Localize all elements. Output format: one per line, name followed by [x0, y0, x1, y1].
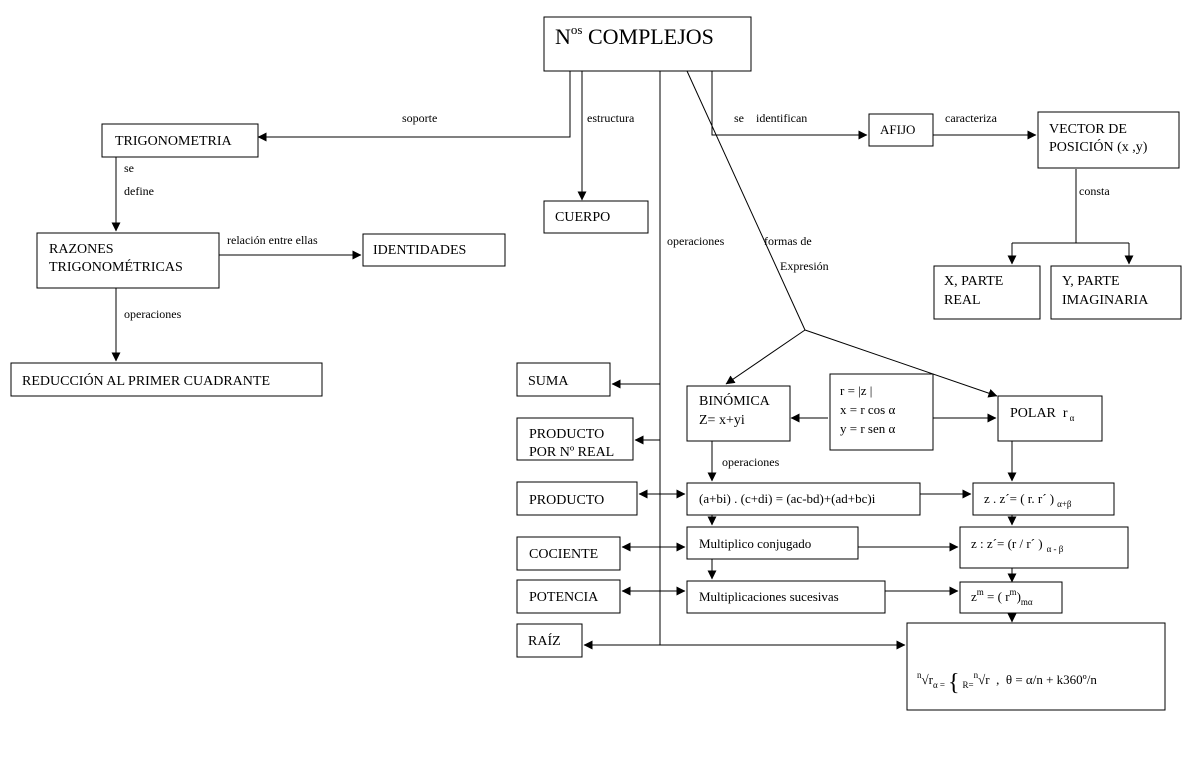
- node-binomica: BINÓMICA Z= x+yi: [686, 385, 791, 442]
- node-producto: PRODUCTO: [516, 481, 638, 516]
- node-razones-trigonometricas: RAZONES TRIGONOMÉTRICAS: [36, 232, 220, 289]
- raiz-polar-formula: n√rα ={R=n√r , θ = α/n + k360º/n: [917, 670, 1097, 696]
- label-formas-de: formas de: [764, 234, 812, 248]
- node-raiz-label: RAÍZ: [528, 632, 561, 649]
- node-cuerpo: CUERPO: [543, 200, 649, 234]
- node-razones-line1: RAZONES: [49, 242, 114, 257]
- producto-polar-formula: z . z´= ( r. r´ )α+β: [984, 491, 1072, 509]
- connector-formas-de-expresion: [686, 70, 806, 331]
- node-raiz: RAÍZ: [516, 623, 583, 658]
- node-razones-line2: TRIGONOMÉTRICAS: [49, 258, 183, 275]
- label-caracteriza: caracteriza: [945, 111, 998, 125]
- label-operaciones-main: operaciones: [667, 234, 725, 248]
- node-suma-label: SUMA: [528, 374, 569, 389]
- node-producto-polar: z . z´= ( r. r´ )α+β: [972, 482, 1115, 516]
- connector-labels: soporte estructura se identifican caract…: [124, 111, 1110, 469]
- node-potencia: POTENCIA: [516, 579, 621, 614]
- node-vector-posicion: VECTOR DE POSICIÓN (x ,y): [1037, 111, 1180, 169]
- connectors: [111, 70, 1134, 650]
- node-trigonometria: TRIGONOMETRIA: [101, 123, 259, 158]
- node-cuerpo-label: CUERPO: [555, 210, 610, 225]
- node-producto-binomica: (a+bi) . (c+di) = (ac-bd)+(ad+bc)i: [686, 482, 921, 516]
- node-afijo: AFIJO: [868, 113, 934, 147]
- label-se-identifican: se identifican: [734, 111, 807, 125]
- label-relacion: relación entre ellas: [227, 233, 318, 247]
- cociente-binomica-text: Multiplico conjugado: [699, 536, 811, 551]
- label-define: define: [124, 184, 154, 198]
- conversion-line3: y = r sen α: [840, 421, 895, 436]
- node-complejos: Nos COMPLEJOS: [543, 16, 752, 72]
- node-y-line1: Y, PARTE: [1062, 274, 1120, 289]
- label-soporte: soporte: [402, 111, 437, 125]
- connector-to-polar: [804, 329, 998, 398]
- node-cociente-polar: z : z´= (r / r´ )α - β: [959, 526, 1129, 569]
- node-afijo-label: AFIJO: [880, 122, 915, 137]
- conversion-line2: x = r cos α: [840, 402, 895, 417]
- node-trigonometria-label: TRIGONOMETRIA: [115, 134, 233, 149]
- node-vector-line2: POSICIÓN (x ,y): [1049, 138, 1148, 155]
- node-reduccion-label: REDUCCIÓN AL PRIMER CUADRANTE: [22, 372, 270, 389]
- node-raiz-polar: n√rα ={R=n√r , θ = α/n + k360º/n: [906, 622, 1166, 711]
- node-identidades-label: IDENTIDADES: [373, 243, 466, 258]
- node-y-line2: IMAGINARIA: [1062, 293, 1149, 308]
- node-potencia-binomica: Multiplicaciones sucesivas: [686, 580, 886, 614]
- node-potencia-polar: zm = ( rm)mα: [959, 581, 1063, 614]
- label-operaciones-binomica: operaciones: [722, 455, 780, 469]
- connector-soporte: [257, 71, 571, 142]
- potencia-binomica-text: Multiplicaciones sucesivas: [699, 589, 839, 604]
- node-x-line1: X, PARTE: [944, 274, 1003, 289]
- cociente-polar-formula: z : z´= (r / r´ )α - β: [971, 536, 1064, 554]
- label-se: se: [124, 161, 134, 175]
- node-cociente-label: COCIENTE: [529, 547, 598, 562]
- node-y-parte-imaginaria: Y, PARTE IMAGINARIA: [1050, 265, 1182, 320]
- node-producto-label: PRODUCTO: [529, 493, 604, 508]
- label-operaciones-trig: operaciones: [124, 307, 182, 321]
- node-cociente-binomica: Multiplico conjugado: [686, 526, 859, 560]
- potencia-polar-formula: zm = ( rm)mα: [971, 587, 1033, 607]
- node-producto-real-line2: POR Nº REAL: [529, 445, 614, 460]
- node-potencia-label: POTENCIA: [529, 590, 599, 605]
- node-producto-real: PRODUCTO POR Nº REAL: [516, 417, 634, 461]
- node-producto-real-line1: PRODUCTO: [529, 427, 604, 442]
- node-cociente: COCIENTE: [516, 536, 621, 571]
- label-estructura: estructura: [587, 111, 635, 125]
- label-consta: consta: [1079, 184, 1110, 198]
- node-complejos-text: Nos COMPLEJOS: [555, 22, 714, 49]
- node-identidades: IDENTIDADES: [362, 233, 506, 267]
- node-vector-line1: VECTOR DE: [1049, 122, 1127, 137]
- node-binomica-line2: Z= x+yi: [699, 413, 745, 428]
- node-x-line2: REAL: [944, 293, 981, 308]
- connector-se-identifican: [711, 71, 868, 140]
- node-suma: SUMA: [516, 362, 611, 397]
- connector-to-binomica: [725, 329, 806, 385]
- node-binomica-line1: BINÓMICA: [699, 392, 771, 409]
- conversion-line1: r = |z |: [840, 383, 872, 398]
- node-x-parte-real: X, PARTE REAL: [933, 265, 1041, 320]
- producto-binomica-formula: (a+bi) . (c+di) = (ac-bd)+(ad+bc)i: [699, 491, 876, 506]
- node-reduccion: REDUCCIÓN AL PRIMER CUADRANTE: [10, 362, 323, 397]
- label-expresion: Expresión: [780, 259, 829, 273]
- node-conversion-formulas: r = |z | x = r cos α y = r sen α: [829, 373, 934, 451]
- nodes: Nos COMPLEJOS TRIGONOMETRIA RAZONES TRIG…: [10, 16, 1182, 711]
